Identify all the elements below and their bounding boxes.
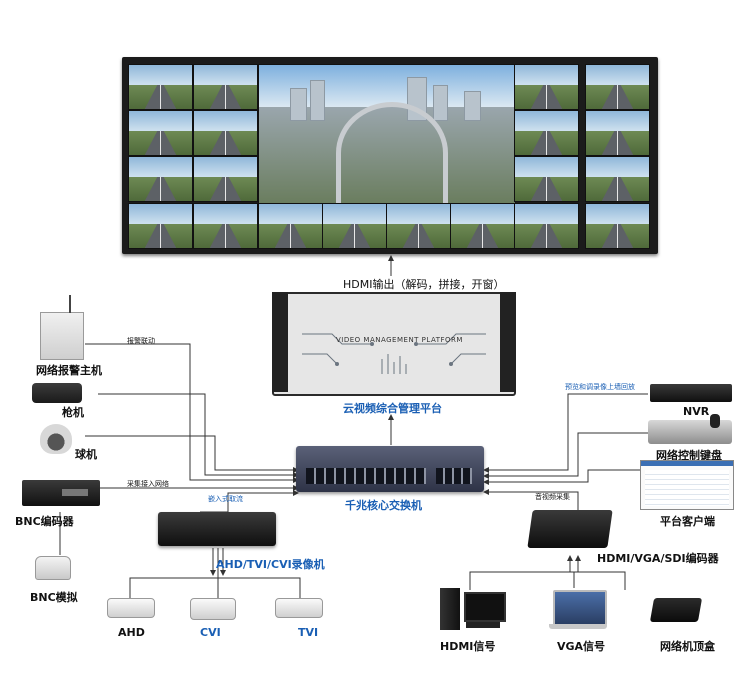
dome-camera-icon: [40, 424, 72, 454]
nvr-label: NVR: [683, 405, 709, 418]
video-wall-tile: [585, 156, 650, 202]
video-wall-tile: [514, 156, 579, 202]
video-wall-tile: [258, 203, 323, 249]
video-wall: [122, 57, 658, 254]
switch-uplink-ports: [436, 468, 472, 484]
video-wall-tile: [128, 156, 193, 202]
recorder-device: [158, 512, 276, 546]
nvr-device: [650, 384, 732, 402]
bnc-camera-icon: [35, 556, 71, 580]
bnc-analog-label: BNC模拟: [30, 589, 78, 605]
alarm-host-device: [40, 312, 84, 360]
bnc-encoder-device: [22, 480, 100, 506]
video-wall-tile: [193, 110, 258, 156]
video-wall-tile: [128, 64, 193, 110]
video-wall-tile: [128, 110, 193, 156]
tvi-camera-label: TVI: [298, 626, 318, 639]
embedded-stream-label: 嵌入式取流: [208, 494, 243, 504]
video-wall-tile: [585, 64, 650, 110]
platform-panel-text: VIDEO MANAGEMENT PLATFORM: [336, 336, 463, 344]
video-wall-tile: [514, 203, 579, 249]
gun-camera-label: 枪机: [62, 404, 84, 420]
recorder-label: AHD/TVI/CVI录像机: [216, 556, 325, 572]
video-wall-tile: [386, 203, 451, 249]
core-switch: [296, 446, 484, 492]
cvi-camera-icon: [190, 598, 236, 620]
hdmi-source-label: HDMI信号: [440, 638, 495, 654]
av-encoder-device: [527, 510, 612, 548]
video-wall-tile: [514, 110, 579, 156]
client-screen: [640, 460, 734, 510]
alarm-host-label: 网络报警主机: [36, 362, 102, 378]
av-encoder-label: HDMI/VGA/SDI编码器: [597, 550, 719, 566]
tvi-camera-icon: [275, 598, 323, 618]
platform-left-ear: [272, 292, 288, 392]
stb-source-label: 网络机顶盒: [660, 638, 715, 654]
bnc-encoder-label: BNC编码器: [15, 513, 74, 529]
video-wall-tile: [514, 64, 579, 110]
video-wall-tile: [450, 203, 515, 249]
client-label: 平台客户端: [660, 513, 715, 529]
video-wall-tile: [585, 203, 650, 249]
ahd-camera-icon: [107, 598, 155, 618]
joystick-icon: [710, 414, 720, 428]
video-wall-city-view: [258, 64, 516, 205]
control-keyboard-device: [648, 420, 732, 444]
platform-right-ear: [500, 292, 516, 392]
video-wall-tile: [193, 203, 258, 249]
hdmi-output-label: HDMI输出（解码，拼接，开窗）: [341, 276, 506, 292]
video-wall-tile: [128, 203, 193, 249]
av-capture-label: 音视频采集: [535, 492, 570, 502]
switch-ports: [306, 468, 426, 484]
video-management-platform: VIDEO MANAGEMENT PLATFORM: [272, 292, 516, 396]
video-wall-tile: [193, 156, 258, 202]
video-wall-tile: [322, 203, 387, 249]
dome-camera-label: 球机: [75, 446, 97, 462]
video-wall-tile: [193, 64, 258, 110]
stb-box-icon: [650, 598, 702, 622]
circuit-pattern-icon: [292, 304, 496, 384]
switch-name: 千兆核心交换机: [345, 497, 422, 513]
gun-camera-icon: [32, 383, 82, 403]
ahd-camera-label: AHD: [118, 626, 145, 639]
alarm-link-label: 报警联动: [127, 336, 155, 346]
antenna-icon: [69, 295, 71, 313]
collect-network-label: 采集接入网络: [127, 479, 169, 489]
cvi-camera-label: CVI: [200, 626, 221, 639]
vga-source-label: VGA信号: [557, 638, 605, 654]
video-wall-tile: [585, 110, 650, 156]
platform-name: 云视频综合管理平台: [343, 400, 442, 416]
preview-playback-label: 预览和调录像上墙回放: [565, 382, 635, 392]
